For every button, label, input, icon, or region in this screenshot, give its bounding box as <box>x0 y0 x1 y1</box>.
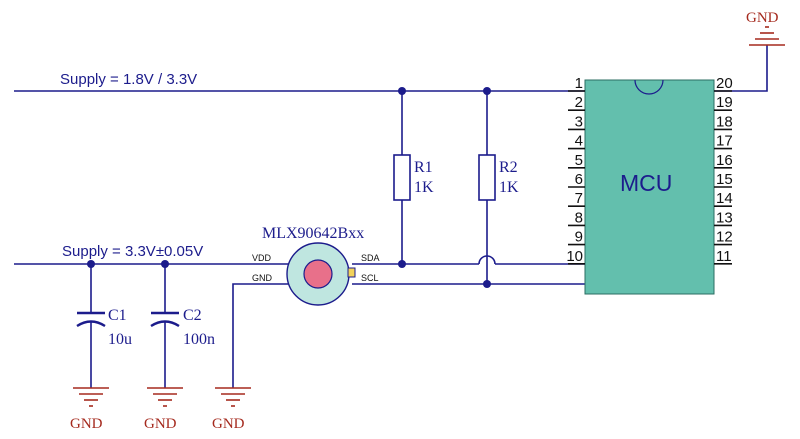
mcu-pin-number: 9 <box>575 229 583 246</box>
capacitor-c2-plate-bottom <box>150 320 180 328</box>
capacitor-c2: C2 100n <box>150 307 215 348</box>
mcu-pin-number: 5 <box>575 152 583 169</box>
ground-label: GND <box>144 416 177 432</box>
junction-dot <box>398 87 406 95</box>
capacitor-c2-ref: C2 <box>183 307 202 324</box>
ground-label: GND <box>70 416 103 432</box>
resistor-r2-body <box>478 154 496 201</box>
supply-top-label: Supply = 1.8V / 3.3V <box>60 71 197 88</box>
sensor-mlx: MLX90642Bxx VDD GND SDA SCL <box>252 225 380 306</box>
junction-dot <box>87 260 95 268</box>
sensor-pin-scl: SCL <box>361 273 379 283</box>
sensor-gnd-wire <box>232 283 290 388</box>
sensor-lens <box>303 259 333 289</box>
capacitor-c2-value: 100n <box>183 331 215 348</box>
sensor-tab <box>347 267 356 278</box>
mcu-pin-number: 8 <box>575 209 583 226</box>
capacitor-c1-plate-bottom <box>76 320 106 328</box>
mcu-label: MCU <box>620 170 672 196</box>
mcu-pin-number: 11 <box>716 248 732 265</box>
mcu-pin-number: 18 <box>716 113 733 130</box>
capacitor-c1-value: 10u <box>108 331 132 348</box>
mcu-pin-number: 13 <box>716 209 733 226</box>
mcu-body <box>584 79 715 295</box>
mcu-pin-number: 16 <box>716 152 733 169</box>
junction-dot <box>483 280 491 288</box>
mcu-pin-number: 3 <box>575 113 583 130</box>
junction-dot <box>398 260 406 268</box>
resistor-r1-ref: R1 <box>414 159 433 176</box>
resistor-r2-ref: R2 <box>499 159 518 176</box>
sensor-part-label: MLX90642Bxx <box>262 225 364 242</box>
mcu-pin-number: 4 <box>575 133 583 150</box>
ground-label: GND <box>746 10 779 26</box>
mcu-pin-number: 19 <box>716 94 733 111</box>
mcu-left-pins: 1 2 3 4 5 6 7 8 9 10 <box>566 75 585 265</box>
capacitor-c1-ref: C1 <box>108 307 127 324</box>
junction-dot <box>161 260 169 268</box>
mcu-right-pins: 20 19 18 17 16 15 14 13 12 11 <box>714 75 733 265</box>
mcu-pin-number: 7 <box>575 190 583 207</box>
mcu-pin-number: 20 <box>716 75 733 92</box>
mcu-pin-number: 14 <box>716 190 733 207</box>
resistor-r1-body <box>393 154 411 201</box>
mcu-pin-number: 12 <box>716 229 733 246</box>
supply-bottom-label: Supply = 3.3V±0.05V <box>62 243 203 260</box>
mcu-notch <box>634 79 664 95</box>
ground-symbol-c2: GND <box>144 387 183 432</box>
resistor-r1-value: 1K <box>414 179 434 196</box>
mcu-pin-number: 17 <box>716 133 733 150</box>
ground-symbol-sensor: GND <box>212 387 251 432</box>
junctions <box>87 87 491 288</box>
resistor-r2-value: 1K <box>499 179 519 196</box>
resistor-r1: R1 1K <box>393 154 434 201</box>
mcu-pin-number: 15 <box>716 171 733 188</box>
resistor-r2: R2 1K <box>478 154 519 201</box>
sensor-pin-vdd: VDD <box>252 253 272 263</box>
mcu-pin-number: 10 <box>566 248 583 265</box>
mcu-pin-number: 1 <box>575 75 583 92</box>
sensor-pin-sda: SDA <box>361 253 380 263</box>
junction-dot <box>483 87 491 95</box>
capacitor-c1: C1 10u <box>76 307 132 348</box>
ground-symbol-mcu: GND <box>746 10 785 46</box>
ground-symbol-c1: GND <box>70 387 109 432</box>
ground-label: GND <box>212 416 245 432</box>
mcu-pin-number: 2 <box>575 94 583 111</box>
sensor-pin-gnd: GND <box>252 273 273 283</box>
mcu-pin-number: 6 <box>575 171 583 188</box>
